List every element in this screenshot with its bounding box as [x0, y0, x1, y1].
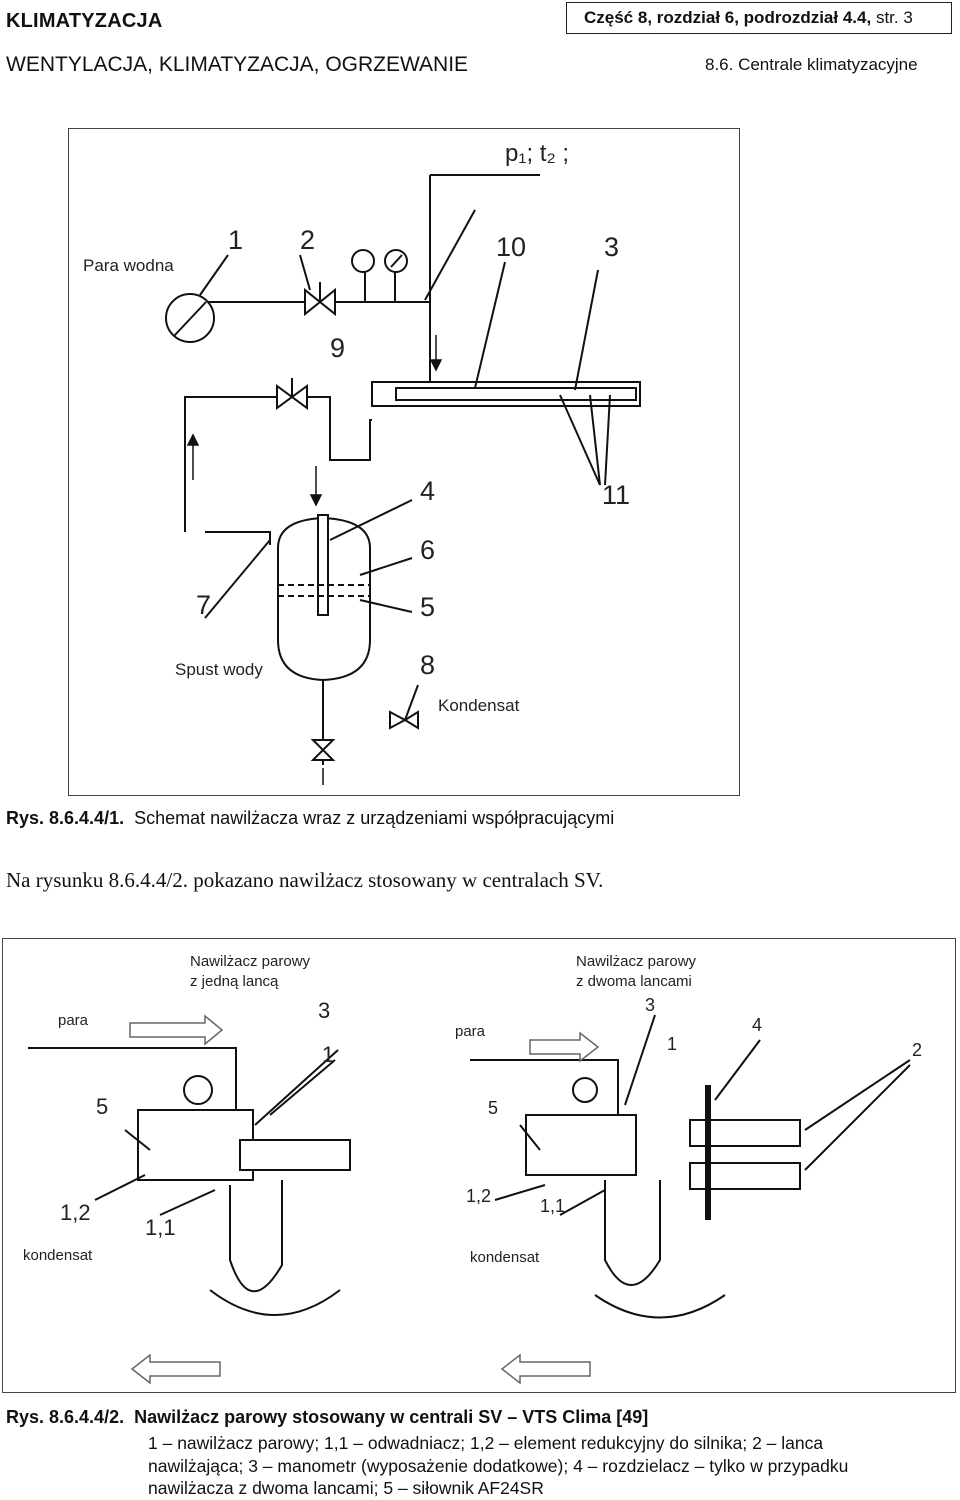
- callout-6: 6: [420, 535, 436, 565]
- figure1-caption-id: Rys. 8.6.4.4/1.: [6, 808, 125, 828]
- figure2-right-condensate-arrow: [500, 1353, 591, 1385]
- chapter-title: 8.6. Centrale klimatyzacyjne: [705, 55, 918, 74]
- section-reference: Część 8, rozdział 6, podrozdział 4.4,: [584, 8, 872, 27]
- figure1-measure-line: [429, 174, 540, 385]
- callout-3: 3: [604, 232, 620, 262]
- figure2-legend-line-2: nawilżająca; 3 – manometr (wyposażenie d…: [148, 1456, 849, 1476]
- f2-right-callout-1-2: 1,2: [466, 1186, 492, 1206]
- left-title-line2: z jedną lancą: [190, 973, 279, 990]
- figure2-left-condensate-basin: [209, 1289, 341, 1316]
- figure2-left-lance: [239, 1139, 351, 1171]
- figure2-left-condensate-arrow: [130, 1353, 221, 1385]
- document-title: KLIMATYZACJA: [6, 10, 163, 32]
- callout-7: 7: [196, 590, 212, 620]
- f2-right-callout-5: 5: [488, 1098, 499, 1118]
- label-para-right: para: [455, 1023, 486, 1040]
- label-para-wodna: Para wodna: [83, 256, 174, 275]
- figure2-right-condensate-basin: [594, 1294, 726, 1319]
- figure2-right-steam-pipe: [470, 1059, 619, 1120]
- f2-left-callout-1: 1: [322, 1042, 335, 1067]
- figure2-left-humidifier-body: [137, 1109, 254, 1181]
- figure1-thermometer: [351, 249, 375, 273]
- f2-right-callout-1-1: 1,1: [540, 1196, 566, 1216]
- f2-right-callout-3: 3: [645, 995, 656, 1015]
- label-spust-wody: Spust wody: [175, 660, 263, 679]
- figure1-return-pipe: [184, 396, 372, 532]
- callout-9: 9: [330, 333, 346, 363]
- callout-8: 8: [420, 650, 436, 680]
- f2-right-callout-1: 1: [667, 1034, 678, 1054]
- f2-left-callout-1-2: 1,2: [60, 1200, 91, 1225]
- figure2-frame: [2, 938, 956, 1393]
- page-reference: str. 3: [875, 8, 913, 27]
- figure2-left-manometer: [183, 1075, 213, 1105]
- label-para-left: para: [58, 1012, 89, 1029]
- label-kondensat-right: kondensat: [470, 1249, 540, 1266]
- f2-left-callout-3: 3: [318, 998, 331, 1023]
- callout-10: 10: [496, 232, 527, 262]
- body-paragraph: Na rysunku 8.6.4.4/2. pokazano nawilżacz…: [6, 868, 604, 892]
- figure2-right-steam-arrow: [529, 1031, 600, 1063]
- f2-left-callout-5: 5: [96, 1094, 109, 1119]
- figure1-frame: [68, 128, 740, 796]
- figure2-right-manometer: [572, 1077, 598, 1103]
- callout-11: 11: [602, 480, 631, 510]
- figure2-left-steam-arrow: [129, 1014, 224, 1046]
- section-reference-box: Część 8, rozdział 6, podrozdział 4.4, st…: [566, 2, 952, 34]
- right-title-line2: z dwoma lancami: [576, 973, 692, 990]
- document-subtitle: WENTYLACJA, KLIMATYZACJA, OGRZEWANIE: [6, 53, 469, 76]
- figure2-caption-text: Nawilżacz parowy stosowany w centrali SV…: [134, 1407, 649, 1427]
- callout-2: 2: [300, 225, 316, 255]
- figure2-legend-line-1: 1 – nawilżacz parowy; 1,1 – odwadniacz; …: [148, 1433, 824, 1453]
- left-title-line1: Nawilżacz parowy: [190, 953, 311, 970]
- f2-right-callout-2: 2: [912, 1040, 923, 1060]
- label-p1-t2: p₁; t₂ ;: [505, 140, 570, 167]
- right-title-line1: Nawilżacz parowy: [576, 953, 697, 970]
- f2-left-callout-1-1: 1,1: [145, 1215, 176, 1240]
- figure2-caption: Rys. 8.6.4.4/2. Nawilżacz parowy stosowa…: [6, 1407, 648, 1428]
- label-kondensat: Kondensat: [438, 696, 520, 715]
- callout-5: 5: [420, 592, 436, 622]
- f2-right-callout-4: 4: [752, 1015, 763, 1035]
- figure2-right-humidifier-body: [525, 1114, 637, 1176]
- label-kondensat-left: kondensat: [23, 1247, 93, 1264]
- figure2-caption-id: Rys. 8.6.4.4/2.: [6, 1407, 125, 1427]
- figure1-caption-text: Schemat nawilżacza wraz z urządzeniami w…: [134, 808, 615, 828]
- figure1-caption: Rys. 8.6.4.4/1. Schemat nawilżacza wraz …: [6, 808, 614, 829]
- figure2-left-steam-pipe: [28, 1047, 237, 1115]
- callout-1: 1: [228, 225, 244, 255]
- figure2-legend-line-3: nawilżacza z dwoma lancami; 5 – siłownik…: [148, 1478, 544, 1498]
- callout-4: 4: [420, 476, 436, 506]
